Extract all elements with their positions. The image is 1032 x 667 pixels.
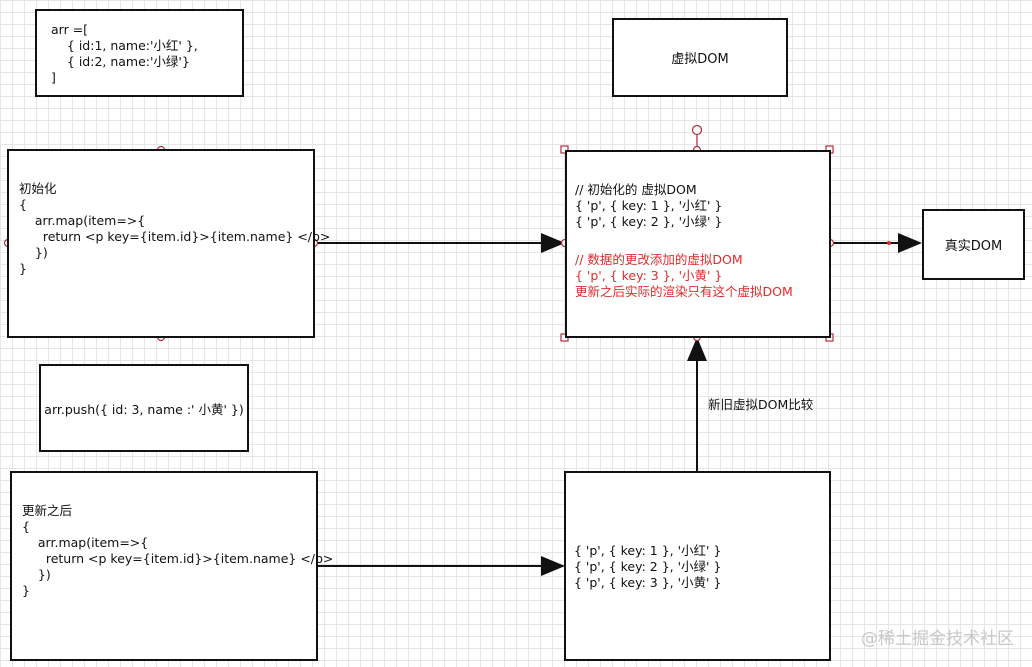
arr-push-box[interactable]: arr.push({ id: 3, name :' 小黄' }) — [39, 364, 249, 452]
spacer — [575, 230, 829, 252]
arr-line: ] — [51, 70, 56, 85]
init-code-line: return <p key={item.id}>{item.name} </p> — [19, 229, 331, 244]
vdom-main-line: { 'p', { key: 2 }, '小绿' } — [575, 214, 723, 229]
vdom-title-label: 虚拟DOM — [671, 52, 729, 67]
init-code-line: } — [19, 261, 27, 276]
vdom-new-box[interactable]: { 'p', { key: 1 }, '小红' } { 'p', { key: … — [564, 471, 831, 661]
arr-line: { id:2, name:'小绿'} — [51, 54, 190, 69]
update-code-line: return <p key={item.id}>{item.name} </p> — [22, 551, 334, 566]
real-dom-box[interactable]: 真实DOM — [922, 209, 1025, 280]
vdom-main-line: { 'p', { key: 1 }, '小红' } — [575, 198, 723, 213]
compare-edge-label: 新旧虚拟DOM比较 — [708, 397, 814, 412]
vdom-main-box[interactable]: // 初始化的 虚拟DOM { 'p', { key: 1 }, '小红' } … — [565, 150, 831, 338]
arr-line: { id:1, name:'小红' }, — [51, 38, 198, 53]
update-code-line: }) — [22, 567, 51, 582]
update-code-line: 更新之后 — [22, 503, 73, 518]
vdom-main-line: // 初始化的 虚拟DOM — [575, 182, 697, 197]
update-code-line: } — [22, 583, 30, 598]
init-code-box[interactable]: 初始化 { arr.map(item=>{ return <p key={ite… — [7, 149, 331, 338]
init-code-line: 初始化 — [19, 181, 57, 196]
real-dom-label: 真实DOM — [944, 239, 1003, 254]
update-code-line: { — [22, 519, 30, 534]
arr-push-text: arr.push({ id: 3, name :' 小黄' }) — [44, 401, 244, 417]
init-code-line: arr.map(item=>{ — [19, 213, 146, 228]
watermark: @稀土掘金技术社区 — [861, 629, 1014, 649]
update-code-line: arr.map(item=>{ — [22, 535, 149, 550]
vdom-title-box[interactable]: 虚拟DOM — [612, 18, 788, 97]
waypoint-dot — [887, 241, 891, 245]
vdom-new-line: { 'p', { key: 2 }, '小绿' } — [574, 559, 722, 574]
vdom-new-line: { 'p', { key: 1 }, '小红' } — [574, 543, 722, 558]
vdom-main-red-line: // 数据的更改添加的虚拟DOM — [575, 252, 743, 267]
vdom-main-red-line: 更新之后实际的渲染只有这个虚拟DOM — [575, 284, 793, 299]
update-code-box[interactable]: 更新之后 { arr.map(item=>{ return <p key={it… — [10, 471, 334, 661]
init-code-line: { — [19, 197, 27, 212]
arr-line: arr =[ — [51, 22, 89, 37]
arr-definition-box[interactable]: arr =[ { id:1, name:'小红' }, { id:2, name… — [35, 9, 244, 97]
init-code-line: }) — [19, 245, 48, 260]
vdom-new-line: { 'p', { key: 3 }, '小黄' } — [574, 575, 722, 590]
vdom-main-red-line: { 'p', { key: 3 }, '小黄' } — [575, 268, 723, 283]
